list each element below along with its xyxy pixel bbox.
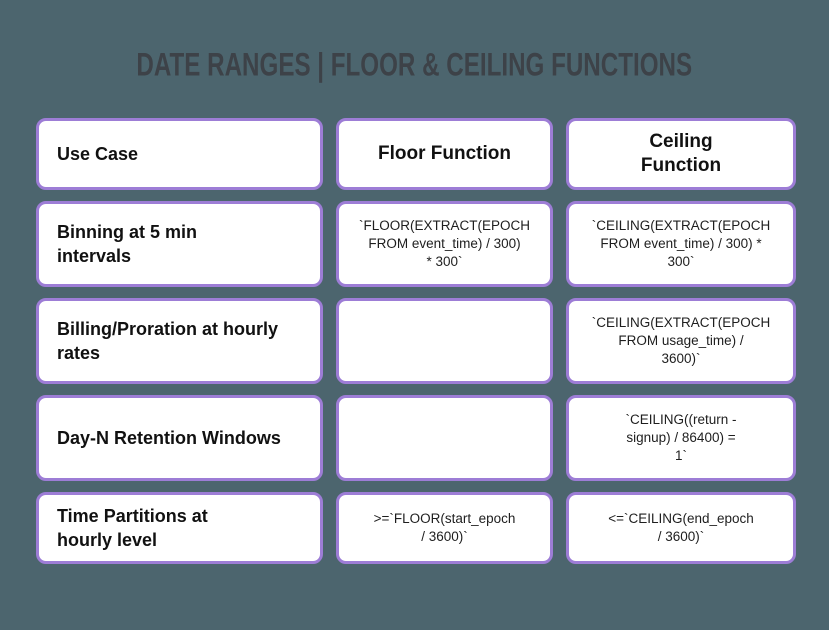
page-title-text: DATE RANGES | FLOOR & CEILING FUNCTIONS xyxy=(136,46,693,83)
header-cell-use-case: Use Case xyxy=(36,118,323,190)
page-title: DATE RANGES | FLOOR & CEILING FUNCTIONS xyxy=(0,46,829,84)
ceiling-cell-retention: `CEILING((return - signup) / 86400) = 1` xyxy=(566,395,796,481)
use-case-cell-binning: Binning at 5 min intervals xyxy=(36,201,323,287)
header-cell-floor-function: Floor Function xyxy=(336,118,553,190)
floor-cell-retention xyxy=(336,395,553,481)
floor-cell-binning: `FLOOR(EXTRACT(EPOCH FROM event_time) / … xyxy=(336,201,553,287)
ceiling-cell-billing: `CEILING(EXTRACT(EPOCH FROM usage_time) … xyxy=(566,298,796,384)
comparison-table: Use Case Floor Function Ceiling Function… xyxy=(36,118,796,564)
header-cell-ceiling-function: Ceiling Function xyxy=(566,118,796,190)
ceiling-cell-partitions: <=`CEILING(end_epoch / 3600)` xyxy=(566,492,796,564)
floor-cell-partitions: >=`FLOOR(start_epoch / 3600)` xyxy=(336,492,553,564)
floor-cell-billing xyxy=(336,298,553,384)
use-case-cell-retention: Day-N Retention Windows xyxy=(36,395,323,481)
use-case-cell-billing: Billing/Proration at hourly rates xyxy=(36,298,323,384)
use-case-cell-partitions: Time Partitions at hourly level xyxy=(36,492,323,564)
ceiling-cell-binning: `CEILING(EXTRACT(EPOCH FROM event_time) … xyxy=(566,201,796,287)
